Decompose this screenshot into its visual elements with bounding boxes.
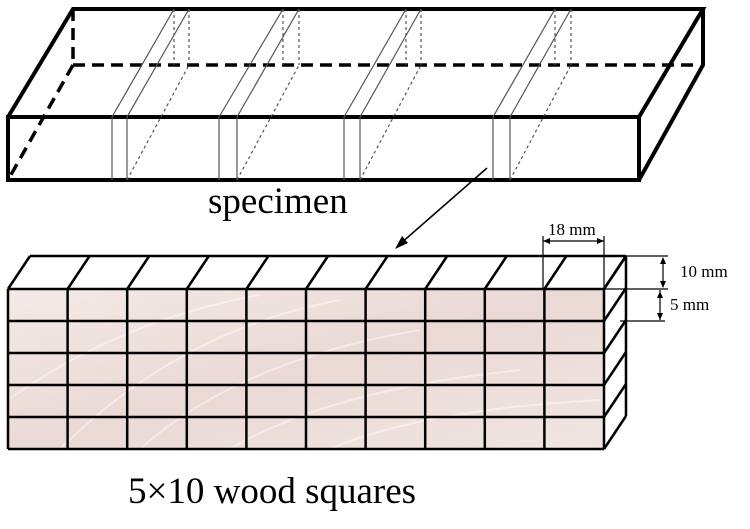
top-face-edge: [304, 255, 330, 290]
grid-lines: [6, 254, 628, 451]
grid-caption: 5×10 wood squares: [128, 471, 417, 512]
dimension-markers: [542, 236, 668, 322]
top-face-edge: [6, 255, 32, 290]
right-face-edge: [602, 415, 628, 450]
right-face-edge: [602, 287, 628, 322]
slice-planes: [111, 8, 572, 181]
slice-to-grid-arrow: [395, 167, 488, 249]
top-face-edge: [126, 255, 151, 290]
right-face-edge: [602, 319, 628, 354]
specimen-box: [6, 7, 707, 182]
specimen-caption: specimen: [208, 181, 348, 222]
top-face-edge: [364, 255, 389, 290]
top-face-edge: [245, 255, 270, 290]
dimension-height-label: 5 mm: [670, 295, 710, 314]
dimension-width-label: 18 mm: [548, 220, 596, 239]
top-face-edge: [483, 255, 508, 290]
wood-grid: [6, 254, 628, 451]
top-face-edge: [66, 255, 91, 290]
top-face-edge: [424, 255, 449, 290]
right-face-edge: [602, 351, 628, 386]
top-face-edge: [543, 255, 568, 290]
right-face-edge: [602, 255, 628, 290]
right-face-edge: [602, 383, 628, 418]
top-face-edge: [185, 255, 210, 290]
dimension-depth-label: 10 mm: [680, 262, 728, 281]
specimen-hidden-edges: [6, 9, 700, 181]
specimen-visible-edges: [6, 7, 707, 182]
